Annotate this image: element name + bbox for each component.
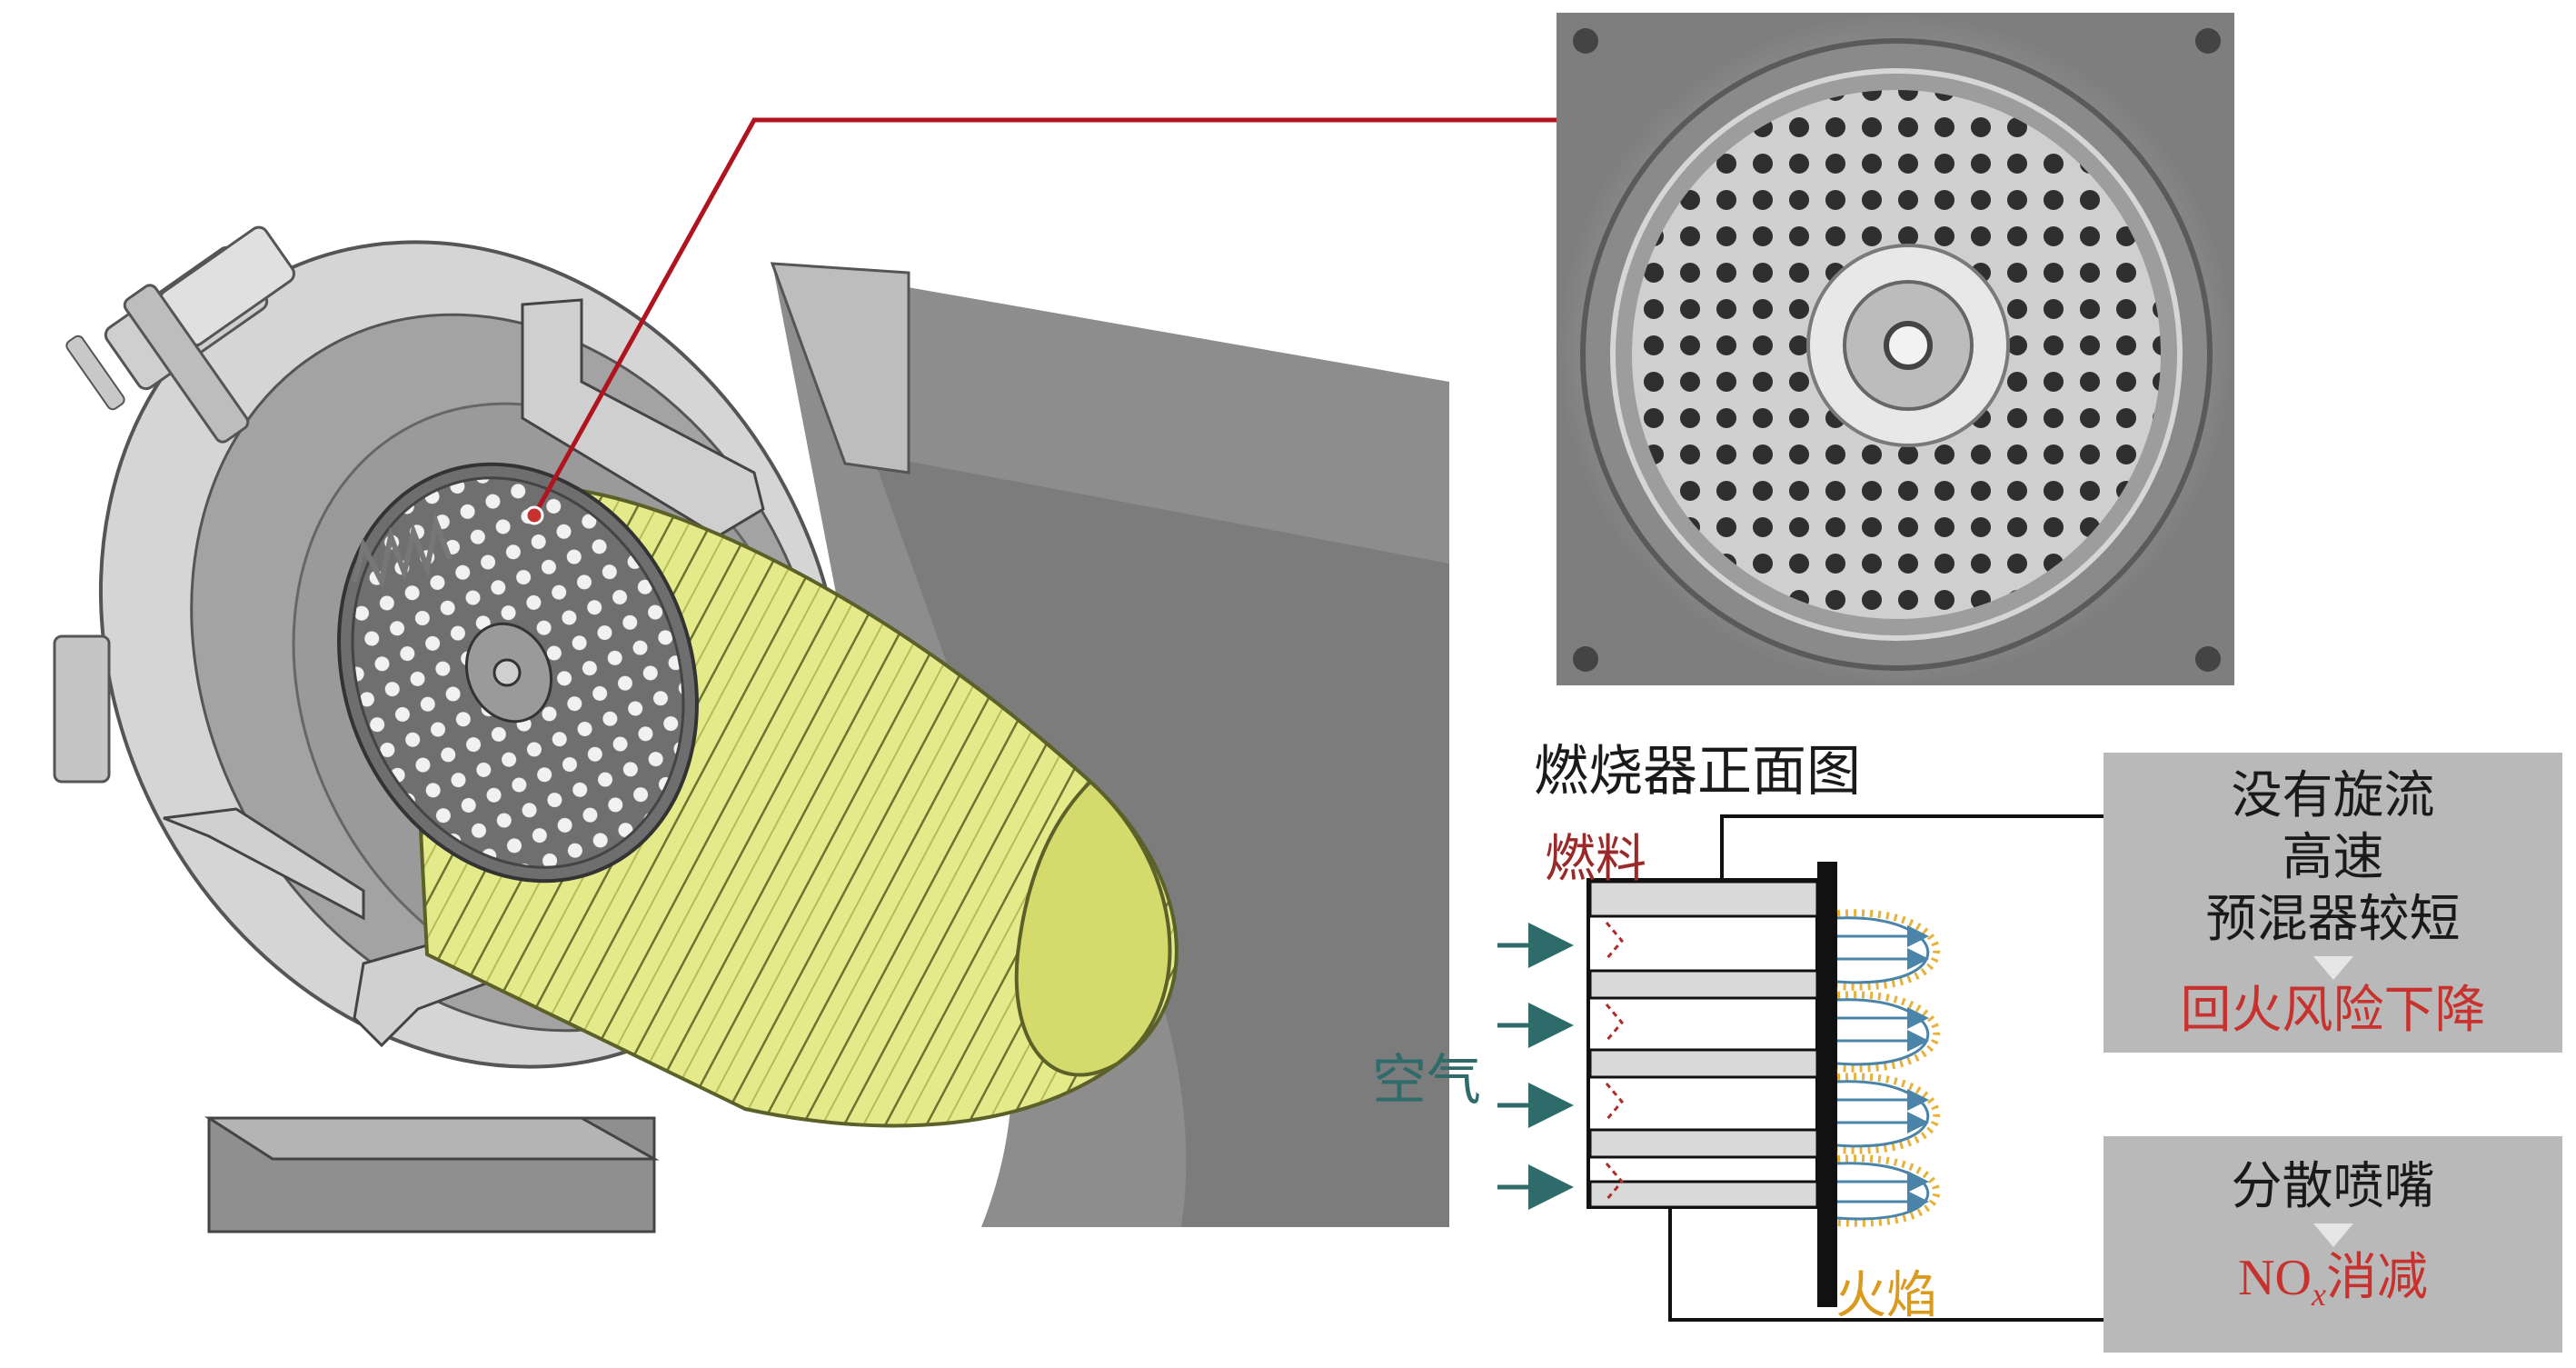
info-line-no-swirl: 没有旋流 xyxy=(2231,766,2435,825)
liner-end xyxy=(1014,779,1172,1077)
nox-suffix: 消减 xyxy=(2325,1248,2428,1307)
triangle-down-icon xyxy=(2312,956,2353,980)
nox-prefix: NO xyxy=(2238,1250,2312,1306)
info-line-short-premixer: 预混器较短 xyxy=(2205,890,2461,949)
air-arrow-icon xyxy=(1497,923,1574,1210)
burner-teeth xyxy=(352,513,453,591)
burner-photo-icon xyxy=(1557,13,2234,685)
leader-line xyxy=(532,117,1557,517)
air-label: 空气 xyxy=(1372,1049,1481,1113)
info-line-distributed-nozzles: 分散喷嘴 xyxy=(2231,1157,2435,1216)
info-result-nox: NOx消减 xyxy=(2104,1247,2562,1325)
connector-bottom xyxy=(1668,1188,2104,1322)
front-view-label: 燃烧器正面图 xyxy=(1534,740,1861,804)
combustor-cutaway-icon xyxy=(53,225,1449,1233)
flame-label: 火焰 xyxy=(1835,1266,1937,1325)
flame-icon xyxy=(1836,909,1941,1227)
info-box-nozzle: 分散喷嘴 NOx消减 xyxy=(2104,1136,2562,1353)
info-box-swirl: 没有旋流 高速 预混器较短 回火风险下降 xyxy=(2104,753,2562,1053)
bracket-upper xyxy=(521,298,765,538)
casing-inner xyxy=(872,454,1449,1227)
triangle-down-icon xyxy=(2312,1223,2353,1247)
burner-wall xyxy=(1817,862,1837,1307)
base-plate-top xyxy=(204,1116,660,1161)
bracket-left xyxy=(163,807,365,921)
casing-bracket-top xyxy=(770,262,910,474)
info-result-flashback: 回火风险下降 xyxy=(2180,981,2486,1040)
info-line-high-speed: 高速 xyxy=(2282,828,2384,887)
leader-dot xyxy=(524,505,544,525)
nox-subscript: x xyxy=(2311,1276,2326,1313)
premixer-schematic xyxy=(1497,814,2104,1322)
fuel-label: 燃料 xyxy=(1545,830,1646,889)
fuel-pipe xyxy=(53,225,295,784)
fuel-injection xyxy=(1605,922,1624,1201)
